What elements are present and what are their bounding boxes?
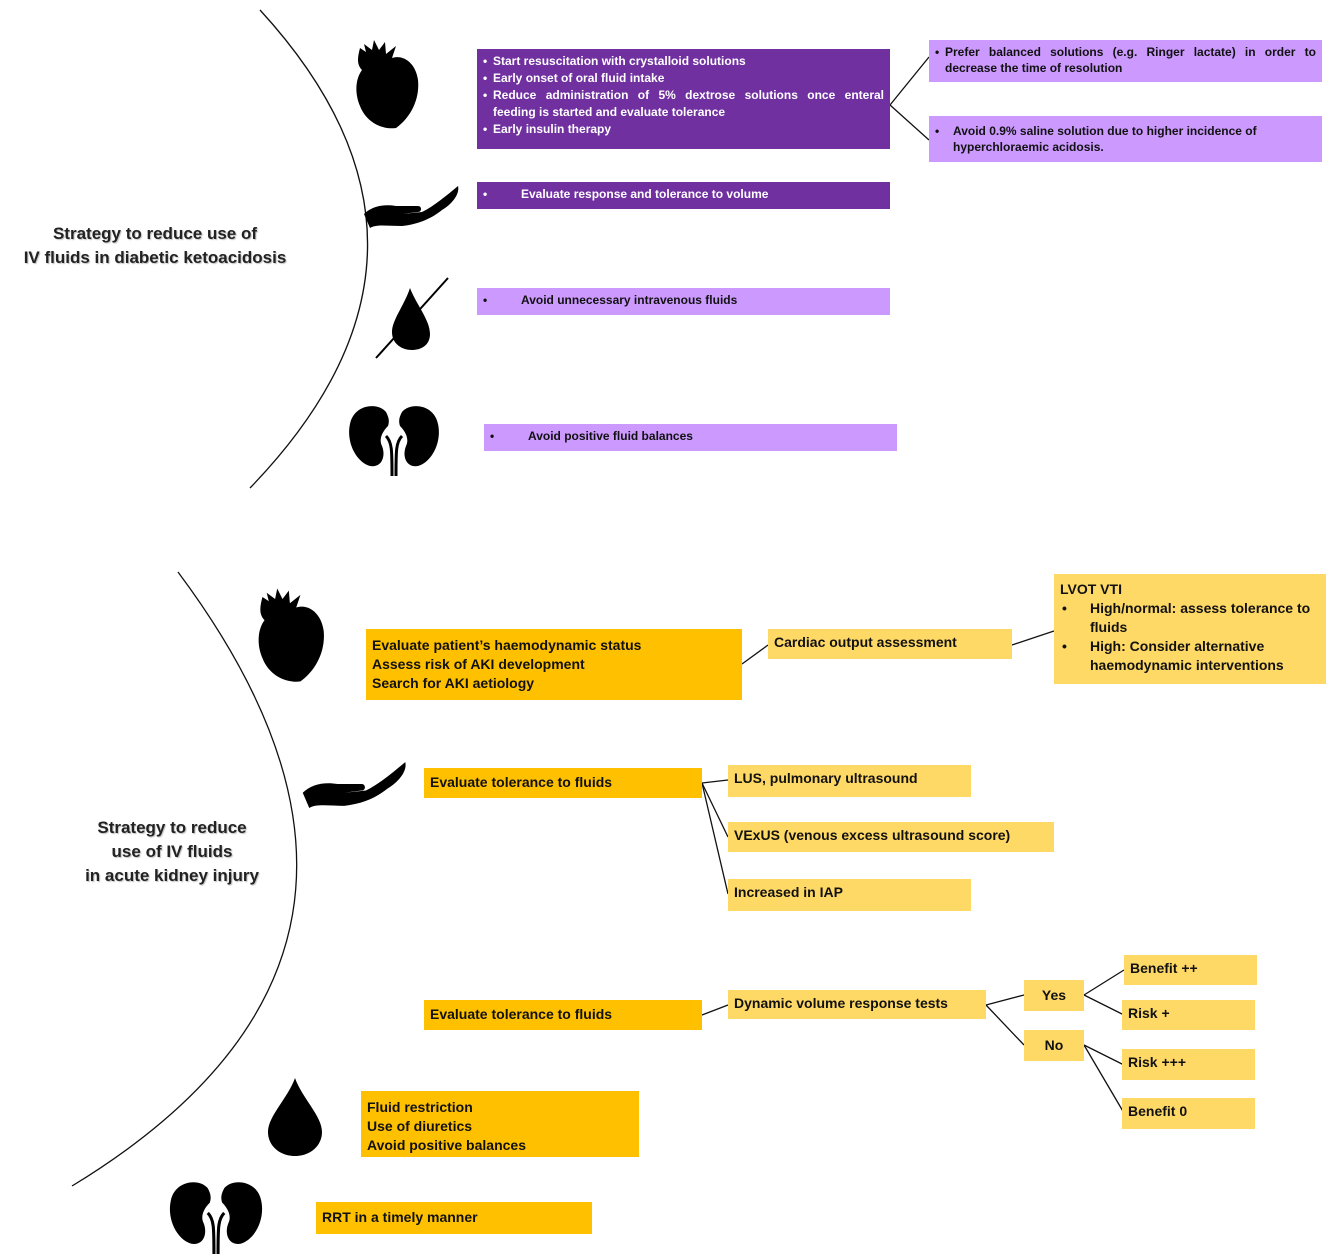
- hand-icon: [302, 762, 406, 808]
- lvot-box: LVOT VTI •High/normal: assess tolerance …: [1054, 574, 1326, 684]
- balanced-solutions-text: Prefer balanced solutions (e.g. Ringer l…: [945, 45, 1316, 75]
- tolerance-box-1: Evaluate tolerance to fluids: [424, 768, 702, 798]
- no-box: No: [1024, 1030, 1084, 1061]
- iap-text: Increased in IAP: [734, 884, 843, 900]
- aki-arc: [71, 571, 298, 1187]
- dynamic-tests-box: Dynamic volume response tests: [728, 990, 986, 1019]
- haemodynamic-box: Evaluate patient’s haemodynamic status A…: [366, 629, 742, 700]
- aki-title: Strategy to reduce use of IV fluids in a…: [60, 816, 284, 888]
- aki-title-line-2: use of IV fluids: [111, 842, 233, 861]
- yes-box: Yes: [1024, 980, 1084, 1011]
- avoid-positive-box: •Avoid positive fluid balances: [484, 424, 897, 451]
- risk-plus-box: Risk +: [1122, 1000, 1255, 1030]
- avoid-iv-box: •Avoid unnecessary intravenous fluids: [477, 288, 890, 315]
- benefit-zero-box: Benefit 0: [1122, 1098, 1255, 1129]
- vexus-text: VExUS (venous excess ultrasound score): [734, 827, 1011, 843]
- aki-title-line-3: in acute kidney injury: [85, 866, 259, 885]
- avoid-saline-box: •Avoid 0.9% saline solution due to highe…: [929, 116, 1322, 162]
- avoid-saline-text: Avoid 0.9% saline solution due to higher…: [953, 124, 1257, 154]
- hand-icon: [364, 186, 459, 228]
- restriction-line: Use of diuretics: [367, 1118, 473, 1134]
- tolerance-text: Evaluate tolerance to fluids: [430, 774, 613, 790]
- haemo-line: Search for AKI aetiology: [372, 675, 535, 691]
- benefit-plus-text: Benefit ++: [1130, 960, 1198, 976]
- risk-triple-text: Risk +++: [1128, 1054, 1186, 1070]
- rrt-box: RRT in a timely manner: [316, 1202, 592, 1234]
- haemo-line: Evaluate patient’s haemodynamic status: [372, 637, 642, 653]
- dka-arc: [249, 9, 369, 489]
- dka-title: Strategy to reduce use of IV fluids in d…: [0, 222, 310, 270]
- iap-box: Increased in IAP: [728, 879, 971, 911]
- dka-title-line-1: Strategy to reduce use of: [52, 224, 258, 243]
- lus-box: LUS, pulmonary ultrasound: [728, 765, 971, 797]
- resuscitation-item: Early insulin therapy: [493, 122, 612, 136]
- aki-title-line-1: Strategy to reduce: [97, 818, 247, 837]
- heart-icon: [258, 588, 324, 682]
- heart-icon: [356, 40, 419, 129]
- lvot-item: High/normal: assess tolerance to fluids: [1090, 600, 1311, 635]
- risk-plus-text: Risk +: [1128, 1005, 1170, 1021]
- vexus-box: VExUS (venous excess ultrasound score): [728, 822, 1054, 852]
- restriction-box: Fluid restriction Use of diuretics Avoid…: [361, 1091, 639, 1157]
- lvot-item: High: Consider alternative haemodynamic …: [1090, 638, 1284, 673]
- avoid-positive-text: Avoid positive fluid balances: [528, 429, 693, 443]
- benefit-zero-text: Benefit 0: [1128, 1103, 1188, 1119]
- lus-text: LUS, pulmonary ultrasound: [734, 770, 918, 786]
- resuscitation-item: Reduce administration of 5% dextrose sol…: [493, 88, 884, 119]
- avoid-iv-text: Avoid unnecessary intravenous fluids: [521, 293, 738, 307]
- evaluate-response-text: Evaluate response and tolerance to volum…: [521, 187, 769, 201]
- rrt-text: RRT in a timely manner: [322, 1209, 478, 1225]
- restriction-line: Avoid positive balances: [367, 1137, 526, 1153]
- tolerance-text: Evaluate tolerance to fluids: [430, 1006, 613, 1022]
- kidney-icon: [349, 406, 439, 476]
- dynamic-tests-text: Dynamic volume response tests: [734, 995, 948, 1011]
- benefit-plus-box: Benefit ++: [1124, 955, 1257, 985]
- resuscitation-item: Start resuscitation with crystalloid sol…: [493, 54, 746, 68]
- cardiac-output-text: Cardiac output assessment: [774, 634, 957, 650]
- drop-icon: [268, 1078, 322, 1156]
- dka-title-line-2: IV fluids in diabetic ketoacidosis: [23, 248, 287, 267]
- resuscitation-box: •Start resuscitation with crystalloid so…: [477, 49, 890, 149]
- no-text: No: [1044, 1037, 1064, 1053]
- yes-text: Yes: [1041, 987, 1067, 1003]
- lvot-title: LVOT VTI: [1060, 581, 1122, 597]
- drop-crossed-icon: [375, 277, 449, 359]
- cardiac-output-box: Cardiac output assessment: [768, 629, 1012, 659]
- kidney-icon: [169, 1182, 263, 1254]
- resuscitation-item: Early onset of oral fluid intake: [493, 71, 665, 85]
- balanced-solutions-box: •Prefer balanced solutions (e.g. Ringer …: [929, 40, 1322, 82]
- haemo-line: Assess risk of AKI development: [372, 656, 585, 672]
- tolerance-box-2: Evaluate tolerance to fluids: [424, 1000, 702, 1030]
- risk-triple-box: Risk +++: [1122, 1049, 1255, 1080]
- evaluate-response-box: •Evaluate response and tolerance to volu…: [477, 182, 890, 209]
- restriction-line: Fluid restriction: [367, 1099, 473, 1115]
